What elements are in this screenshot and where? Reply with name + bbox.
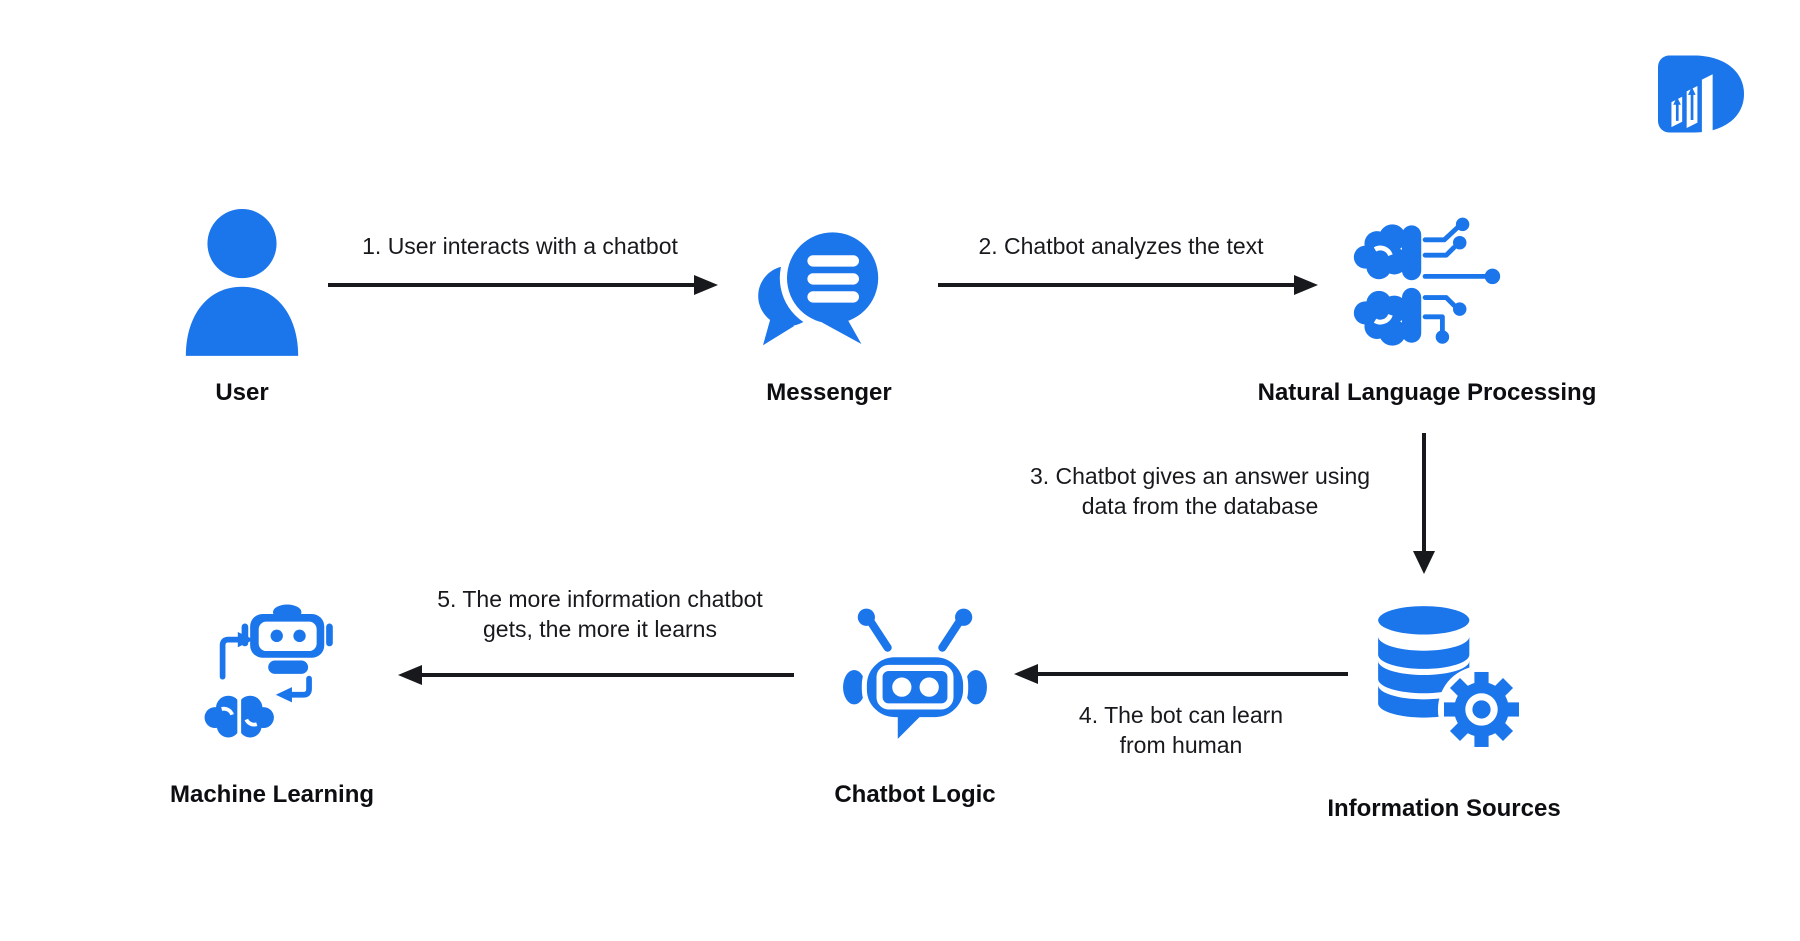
database-gear-icon — [1366, 598, 1522, 750]
user-label: User — [215, 379, 269, 406]
arrow-step2-right-icon — [938, 275, 1318, 295]
information-sources-label: Information Sources — [1327, 795, 1561, 822]
nlp-label: Natural Language Processing — [1257, 379, 1597, 406]
step5-line1: 5. The more information chatbot — [437, 586, 763, 612]
step4-line1: 4. The bot can learn — [1078, 702, 1284, 728]
robot-learning-icon — [196, 598, 348, 744]
arrow-step3-down-icon — [1413, 433, 1435, 574]
chatbot-logic-label: Chatbot Logic — [834, 781, 996, 808]
chat-bubbles-icon — [757, 216, 901, 358]
brain-circuit-icon — [1350, 216, 1504, 356]
arrow-step5-left-icon — [398, 665, 794, 685]
step5-text: 5. The more information chatbot gets, th… — [437, 584, 763, 644]
user-icon — [170, 206, 314, 356]
growth-d-logo-icon — [1658, 54, 1744, 134]
step5-line2: gets, the more it learns — [483, 616, 717, 642]
arrow-step4-left-icon — [1014, 664, 1348, 684]
step4-line2: from human — [1119, 732, 1243, 758]
step3-line2: data from the database — [1081, 493, 1319, 519]
step4-text: 4. The bot can learn from human — [1079, 700, 1283, 760]
machine-learning-label: Machine Learning — [169, 781, 375, 808]
step3-text: 3. Chatbot gives an answer using data fr… — [1030, 461, 1370, 521]
robot-head-icon — [839, 606, 991, 742]
messenger-label: Messenger — [766, 379, 892, 406]
step1-text: 1. User interacts with a chatbot — [362, 233, 678, 259]
step2-text: 2. Chatbot analyzes the text — [978, 233, 1264, 259]
step3-line1: 3. Chatbot gives an answer using — [1029, 463, 1371, 489]
arrow-step1-right-icon — [328, 275, 718, 295]
